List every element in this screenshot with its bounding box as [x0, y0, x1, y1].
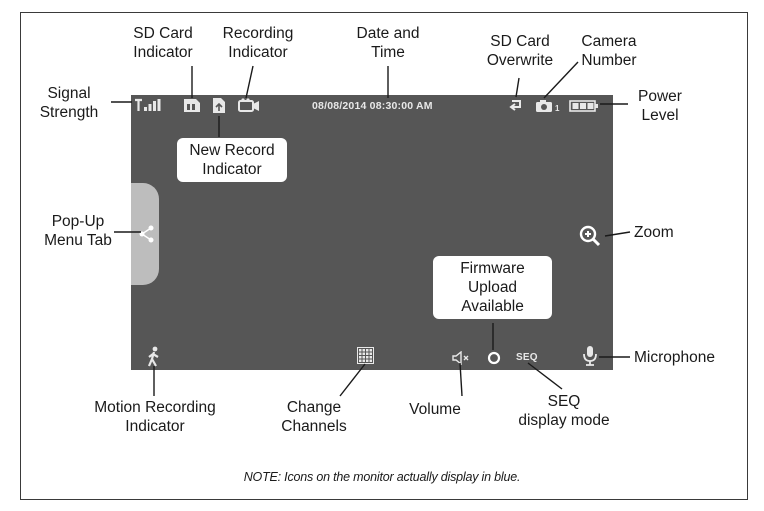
callout-line: Change: [286, 399, 342, 416]
zoom-icon[interactable]: [578, 224, 602, 248]
diagram-frame: [20, 12, 748, 500]
footnote: NOTE: Icons on the monitor actually disp…: [243, 470, 521, 484]
callout-line: Indicator: [133, 44, 193, 61]
new-record-callout: New Record Indicator: [177, 138, 287, 182]
callout-line: Channels: [281, 418, 347, 435]
battery-icon: [569, 100, 598, 112]
sd-card-indicator-label: SD Card Indicator: [118, 24, 208, 62]
camera-number-label: Camera Number: [566, 32, 652, 70]
firmware-upload-callout: Firmware Upload Available: [433, 256, 552, 319]
callout-line: Indicator: [202, 161, 262, 178]
callout-line: Microphone: [634, 349, 715, 366]
callout-line: display mode: [518, 412, 610, 429]
callout-line: SEQ: [547, 393, 581, 410]
callout-line: Upload: [467, 279, 518, 296]
grid-channels-icon[interactable]: [357, 347, 374, 364]
callout-line: Strength: [39, 104, 99, 121]
recording-camera-icon: [238, 98, 259, 112]
callout-line: Signal: [47, 85, 91, 102]
camera-number: 1: [555, 104, 560, 113]
microphone-label: Microphone: [634, 348, 715, 367]
date-time-display: 08/08/2014 08:30:00 AM: [312, 100, 433, 112]
signal-strength-icon: [135, 98, 161, 111]
new-record-icon: [213, 98, 225, 113]
firmware-upload-icon[interactable]: [487, 351, 501, 365]
seq-icon[interactable]: SEQ: [516, 352, 538, 363]
microphone-icon[interactable]: [582, 345, 598, 367]
callout-line: Firmware: [460, 260, 525, 277]
seq-display-label: SEQ display mode: [506, 392, 622, 430]
motion-walker-icon: [147, 346, 159, 367]
overwrite-icon: [509, 100, 521, 111]
power-level-label: Power Level: [628, 87, 692, 125]
callout-line: Camera: [581, 33, 637, 50]
callout-line: Volume: [409, 401, 461, 418]
popup-menu-tab-label: Pop-Up Menu Tab: [40, 212, 116, 250]
callout-line: Recording: [222, 25, 294, 42]
volume-muted-icon[interactable]: [452, 351, 470, 365]
callout-line: Power: [638, 88, 682, 105]
callout-line: Available: [461, 298, 524, 315]
signal-strength-label: Signal Strength: [28, 84, 110, 122]
callout-line: Date and: [356, 25, 420, 42]
motion-recording-label: Motion Recording Indicator: [80, 398, 230, 436]
callout-line: Time: [371, 44, 405, 61]
callout-line: Zoom: [634, 224, 674, 241]
callout-line: Level: [641, 107, 679, 124]
callout-line: Pop-Up: [51, 213, 105, 230]
recording-indicator-label: Recording Indicator: [210, 24, 306, 62]
callout-line: New Record: [189, 142, 275, 159]
callout-line: Motion Recording: [94, 399, 216, 416]
sd-card-overwrite-label: SD Card Overwrite: [472, 32, 568, 70]
callout-line: SD Card: [490, 33, 550, 50]
share-menu-icon[interactable]: [139, 225, 155, 243]
date-time-label: Date and Time: [340, 24, 436, 62]
sd-card-icon: [184, 99, 200, 112]
callout-line: Overwrite: [486, 52, 554, 69]
volume-label: Volume: [400, 400, 470, 419]
popup-menu-tab[interactable]: [131, 183, 159, 285]
callout-line: Menu Tab: [44, 232, 112, 249]
camera-icon: [536, 100, 552, 112]
callout-line: SD Card: [133, 25, 193, 42]
callout-line: Indicator: [125, 418, 185, 435]
zoom-label: Zoom: [634, 223, 674, 242]
callout-line: Indicator: [228, 44, 288, 61]
change-channels-label: Change Channels: [268, 398, 360, 436]
callout-line: Number: [581, 52, 637, 69]
